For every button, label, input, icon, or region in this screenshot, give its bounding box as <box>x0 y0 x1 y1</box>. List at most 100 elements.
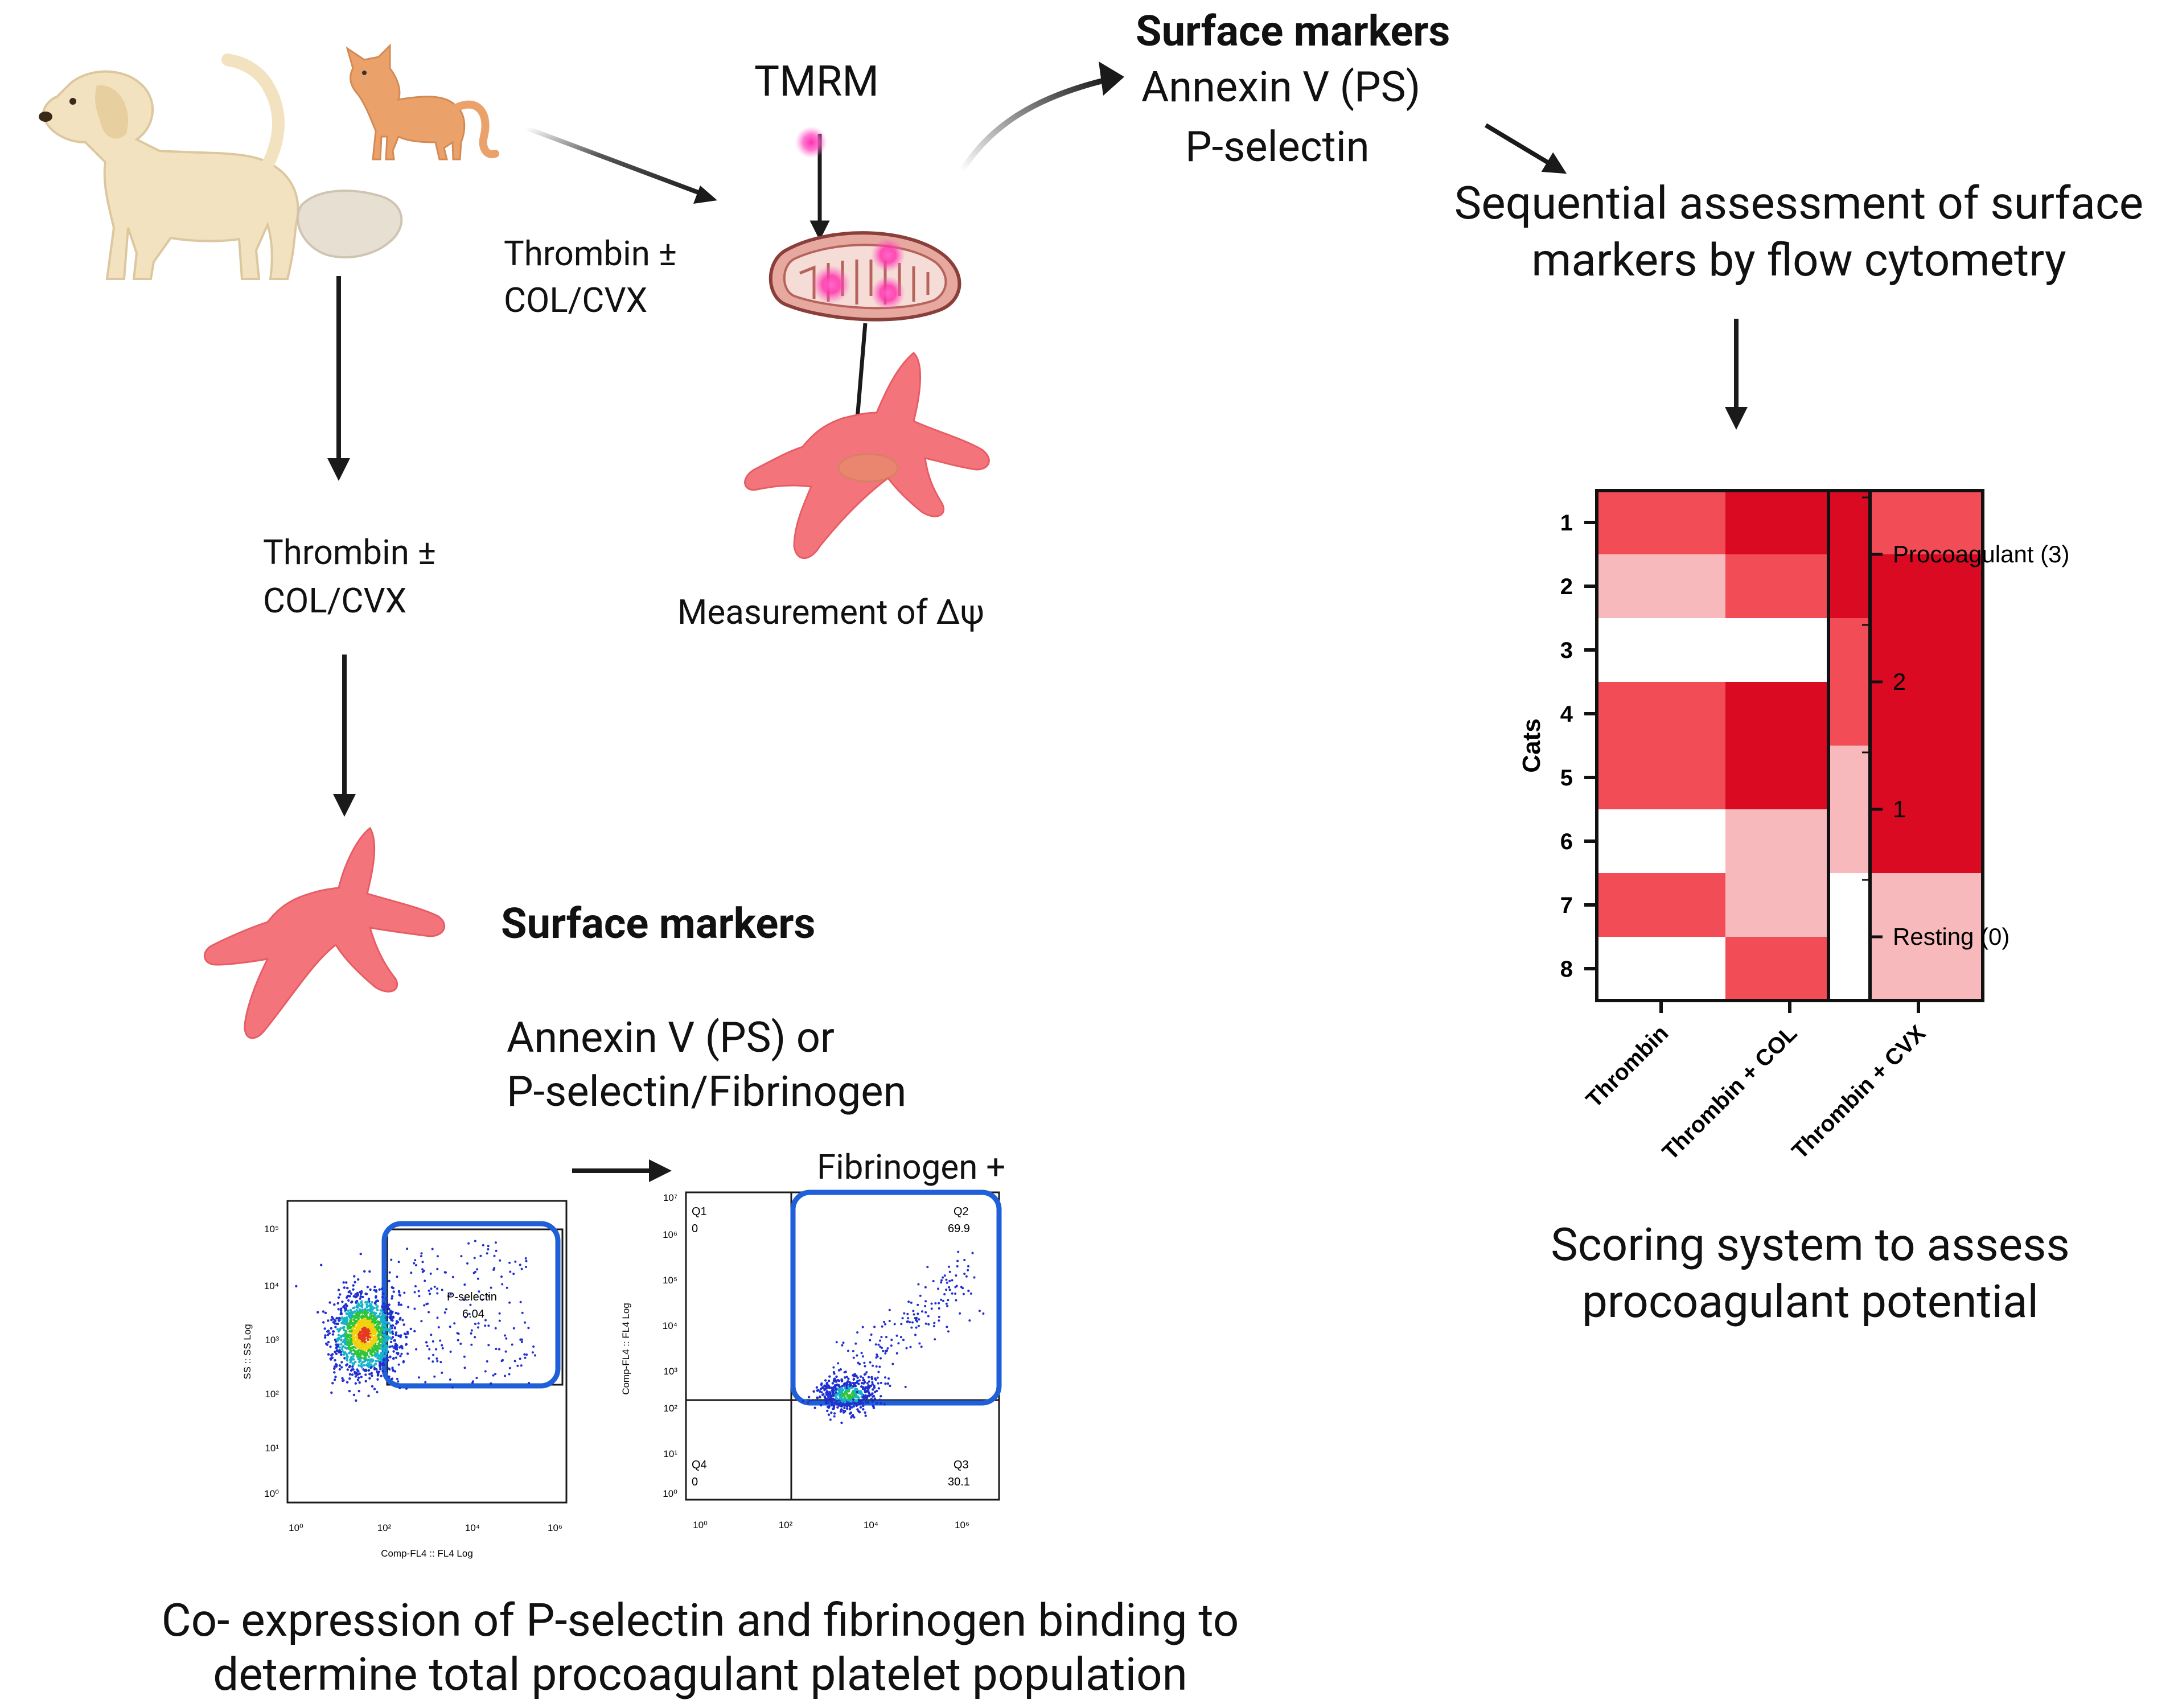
event-dot <box>356 1339 359 1341</box>
heatmap-cell <box>1597 618 1725 682</box>
event-dot <box>340 1343 343 1346</box>
event-dot <box>872 1364 874 1367</box>
event-dot <box>420 1320 423 1323</box>
event-dot <box>348 1290 351 1293</box>
colorbar-label: 1 <box>1893 796 1906 822</box>
event-dot <box>344 1303 347 1306</box>
event-dot <box>835 1375 838 1378</box>
event-dot <box>826 1398 829 1401</box>
event-dot <box>355 1399 357 1402</box>
event-dot <box>484 1319 487 1322</box>
event-dot <box>506 1286 508 1289</box>
event-dot <box>354 1372 357 1375</box>
colorbar-label: Procoagulant (3) <box>1893 541 2070 567</box>
event-dot <box>381 1304 384 1308</box>
event-dot <box>346 1333 349 1336</box>
event-dot <box>852 1377 855 1380</box>
event-dot <box>468 1312 471 1315</box>
event-dot <box>917 1303 919 1306</box>
event-dot <box>391 1377 394 1380</box>
event-dot <box>910 1301 913 1304</box>
event-dot <box>884 1382 887 1385</box>
event-dot <box>826 1409 829 1413</box>
event-dot <box>383 1331 385 1334</box>
event-dot <box>385 1357 389 1360</box>
event-dot <box>366 1300 369 1303</box>
event-dot <box>373 1313 376 1316</box>
event-dot <box>378 1288 381 1291</box>
event-dot <box>833 1412 836 1415</box>
event-dot <box>333 1378 336 1381</box>
event-dot <box>348 1323 351 1327</box>
event-dot <box>363 1270 366 1273</box>
event-dot <box>370 1334 373 1337</box>
event-dot <box>383 1315 385 1318</box>
tmrm-dye-dot <box>795 126 827 158</box>
event-dot <box>357 1312 360 1315</box>
event-dot <box>346 1381 349 1384</box>
event-dot <box>905 1347 908 1349</box>
event-dot <box>486 1252 488 1255</box>
event-dot <box>381 1370 384 1373</box>
event-dot <box>899 1336 902 1339</box>
event-dot <box>499 1259 502 1262</box>
event-dot <box>861 1402 865 1405</box>
event-dot <box>865 1386 868 1389</box>
event-dot <box>451 1386 454 1389</box>
event-dot <box>352 1324 355 1327</box>
event-dot <box>424 1381 427 1384</box>
flow-plot-1-gate-value: 6.04 <box>462 1308 484 1320</box>
flow-plot-2-xtick: 10² <box>779 1520 793 1530</box>
event-dot <box>431 1340 434 1343</box>
event-dot <box>471 1380 474 1383</box>
event-dot <box>861 1355 864 1358</box>
event-dot <box>383 1324 386 1327</box>
event-dot <box>431 1360 434 1363</box>
event-dot <box>841 1344 844 1347</box>
event-dot <box>833 1415 836 1418</box>
flow-plot-2-ylabel: Comp-FL4 :: FL4 Log <box>620 1303 631 1395</box>
event-dot <box>856 1376 859 1379</box>
event-dot <box>369 1336 372 1339</box>
event-dot <box>388 1279 391 1282</box>
event-dot <box>360 1315 363 1318</box>
event-dot <box>355 1300 357 1304</box>
event-dot <box>884 1376 886 1379</box>
event-dot <box>877 1370 880 1373</box>
event-dot <box>436 1255 439 1258</box>
event-dot <box>362 1368 365 1371</box>
event-dot <box>405 1387 408 1390</box>
event-dot <box>978 1310 981 1312</box>
event-dot <box>364 1332 367 1335</box>
event-dot <box>403 1291 406 1294</box>
event-dot <box>482 1244 484 1246</box>
event-dot <box>374 1334 377 1337</box>
event-dot <box>346 1295 349 1298</box>
event-dot <box>327 1341 330 1344</box>
event-dot <box>807 1396 811 1398</box>
event-dot <box>963 1258 966 1261</box>
event-dot <box>336 1302 339 1305</box>
event-dot <box>369 1304 372 1307</box>
event-dot <box>447 1295 450 1298</box>
event-dot <box>912 1310 915 1312</box>
event-dot <box>828 1405 831 1408</box>
flow-plot-2: Q1 0 Q2 69.9 Q4 0 Q3 30.1 Comp-FL4 :: FL… <box>620 1190 1002 1530</box>
event-dot <box>381 1362 384 1365</box>
flow-plot-2-yticks: 10⁷ 10⁶ 10⁵ 10⁴ 10³ 10² 10¹ 10⁰ <box>663 1192 678 1499</box>
event-dot <box>862 1404 865 1407</box>
event-dot <box>390 1258 393 1261</box>
event-dot <box>836 1403 839 1406</box>
event-dot <box>967 1269 969 1271</box>
flow-plot-2-ytick: 10¹ <box>663 1448 677 1459</box>
event-dot <box>840 1408 843 1411</box>
event-dot <box>385 1347 388 1351</box>
event-dot <box>875 1356 878 1359</box>
flow-plot-1-ytick: 10⁵ <box>264 1224 279 1234</box>
event-dot <box>375 1360 377 1363</box>
event-dot <box>363 1320 365 1323</box>
event-dot <box>947 1299 950 1302</box>
event-dot <box>474 1336 476 1339</box>
event-dot <box>945 1278 948 1281</box>
colorbar-label: Resting (0) <box>1893 923 2009 950</box>
